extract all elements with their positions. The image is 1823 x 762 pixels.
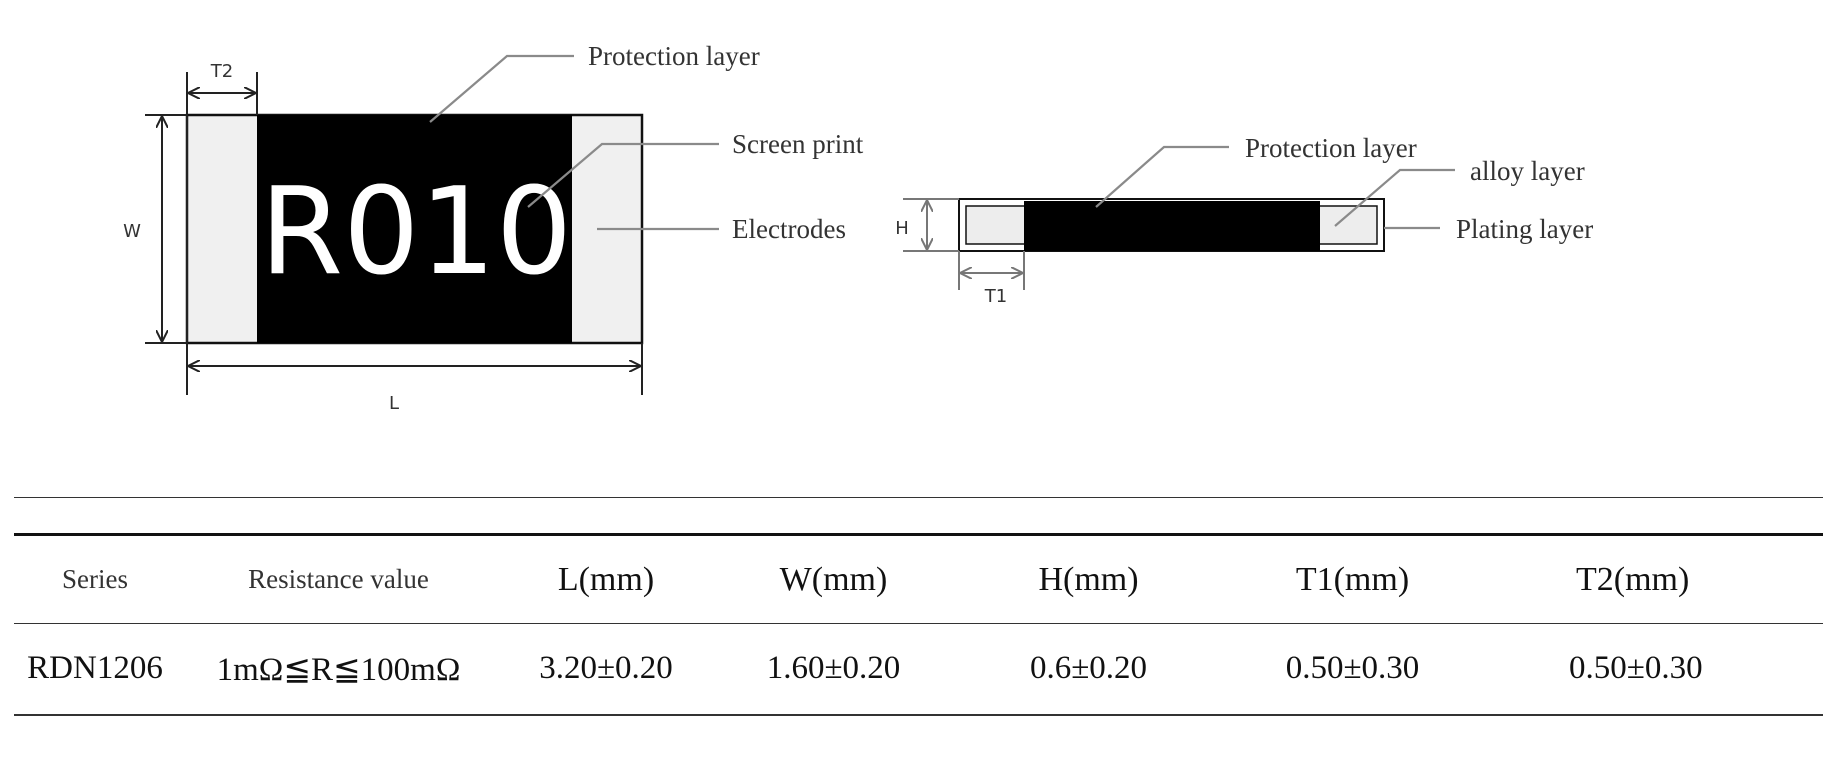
alloy-layer-leader [1334,168,1455,227]
screen-print-leader [527,142,719,208]
header-t2: T2(mm) [1484,533,1823,624]
side-protection-callout: Protection layer [1245,133,1417,163]
header-series: Series [14,533,176,624]
header-l: L(mm) [501,533,711,624]
t1-label: T1 [984,286,1007,307]
plating-layer-callout: Plating layer [1456,214,1593,244]
cell-h: 0.6±0.20 [956,623,1221,716]
screen-print-callout: Screen print [732,129,864,159]
h-label: H [895,218,909,239]
electrodes-callout: Electrodes [732,214,846,244]
chip-body [257,115,572,343]
alloy-right [1317,205,1378,245]
cell-l: 3.20±0.20 [501,623,711,716]
protection-layer-leader [429,54,574,123]
cell-w: 1.60±0.20 [711,623,956,716]
protection-layer-callout: Protection layer [588,41,760,71]
side-protection-body [1024,201,1320,251]
side-protection-leader [1095,145,1229,208]
header-t1: T1(mm) [1221,533,1484,624]
header-resistance-value: Resistance value [176,533,501,624]
cell-resistance-value: 1mΩ≦R≦100mΩ [176,623,501,716]
dimension-table: Series Resistance value L(mm) W(mm) H(mm… [14,533,1823,716]
header-w: W(mm) [711,533,956,624]
table-top-rule [14,497,1823,498]
resistor-diagram: R010 T2 W L Protection layer Screen prin… [123,41,1593,414]
t2-label: T2 [210,61,233,82]
chip-marking: R010 [260,163,572,302]
w-label: W [123,221,141,242]
cell-series: RDN1206 [14,623,176,716]
cell-t1: 0.50±0.30 [1221,623,1484,716]
alloy-layer-callout: alloy layer [1470,156,1585,186]
cell-t2: 0.50±0.30 [1484,623,1823,716]
top-view: R010 T2 W L Protection layer Screen prin… [123,41,864,414]
header-h: H(mm) [956,533,1221,624]
table-row: RDN1206 1mΩ≦R≦100mΩ 3.20±0.20 1.60±0.20 … [14,623,1823,716]
table-header-row: Series Resistance value L(mm) W(mm) H(mm… [14,533,1823,624]
l-label: L [389,393,399,414]
alloy-left [965,205,1027,245]
side-view: H T1 Protection layer alloy layer Platin… [895,133,1593,307]
